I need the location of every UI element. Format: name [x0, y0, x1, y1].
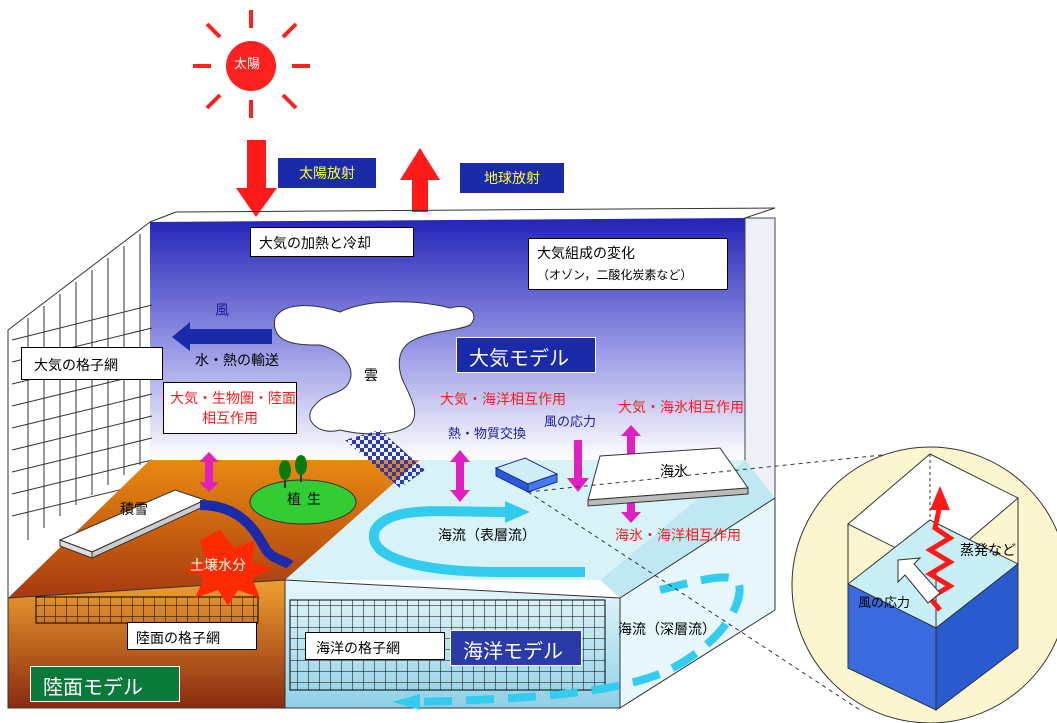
- atmosphere-heating-label: 大気の加熱と冷却: [250, 227, 414, 257]
- atm-seaice-label: 大気・海氷相互作用: [618, 400, 744, 416]
- deep-current-arrow: [419, 573, 744, 706]
- wind-stress-arrow: [567, 440, 589, 492]
- cloud-label: 雲: [364, 368, 378, 384]
- wind-label: 風: [215, 303, 229, 319]
- snow-label: 積雪: [120, 502, 148, 518]
- sun-icon: [193, 10, 310, 118]
- atm-ocean-label: 大気・海洋相互作用: [440, 392, 566, 408]
- vegetation-area: [249, 479, 357, 525]
- atmosphere-composition-box: 大気組成の変化 （オゾン，二酸化炭素など）: [528, 238, 728, 290]
- evaporation-label: 蒸発など: [960, 543, 1016, 559]
- soil-moisture-label: 土壌水分: [190, 558, 246, 574]
- heat-matter-exchange-label: 熱・物質交換: [448, 427, 527, 442]
- atm-bio-land-box: 大気・生物圏・陸面 相互作用: [163, 382, 297, 434]
- water-heat-transport-label: 水・熱の輸送: [195, 353, 279, 369]
- solar-arrow: [236, 140, 277, 217]
- wind-arrow: [172, 322, 272, 351]
- tree-icon: [279, 455, 307, 488]
- atm-bio-land-line1: 大気・生物圏・陸面: [170, 391, 296, 407]
- vegetation-label-2: 生: [307, 492, 321, 508]
- inset-wind-stress-label: 風の応力: [858, 596, 911, 611]
- cloud: [274, 301, 475, 435]
- seaice-ocean-label: 海氷・海洋相互作用: [615, 528, 741, 544]
- inset-wind-stress-arrow: [897, 557, 941, 604]
- wind-stress-label: 風の応力: [544, 415, 597, 430]
- solar-radiation-label: 太陽放射: [278, 158, 376, 188]
- rain: [345, 430, 425, 488]
- sun-label: 太陽: [234, 57, 261, 72]
- surface-current-arrow: [368, 506, 585, 578]
- ocean-model-label: 海洋モデル: [450, 630, 582, 666]
- surface-current-label: 海流（表層流）: [438, 528, 536, 544]
- soil-moisture-burst: [184, 530, 272, 606]
- river: [199, 500, 294, 569]
- ocean-grid-label: 海洋の格子網: [305, 632, 445, 660]
- atmosphere-model-label: 大気モデル: [456, 337, 596, 373]
- land-grid-label: 陸面の格子網: [127, 622, 257, 650]
- atmosphere-grid-label: 大気の格子網: [21, 347, 163, 380]
- deep-current-label: 海流（深層流）: [618, 622, 716, 638]
- atmosphere-composition-label: 大気組成の変化: [537, 246, 635, 262]
- land-model-label: 陸面モデル: [30, 666, 180, 702]
- sea-ice-label: 海氷: [660, 464, 688, 480]
- atmosphere-composition-sub: （オゾン，二酸化炭素など）: [537, 268, 693, 282]
- earth-radiation-label: 地球放射: [460, 163, 564, 193]
- vegetation-label-1: 植: [287, 492, 301, 508]
- land-grid: [35, 596, 259, 624]
- atm-bio-land-line2: 相互作用: [202, 411, 258, 427]
